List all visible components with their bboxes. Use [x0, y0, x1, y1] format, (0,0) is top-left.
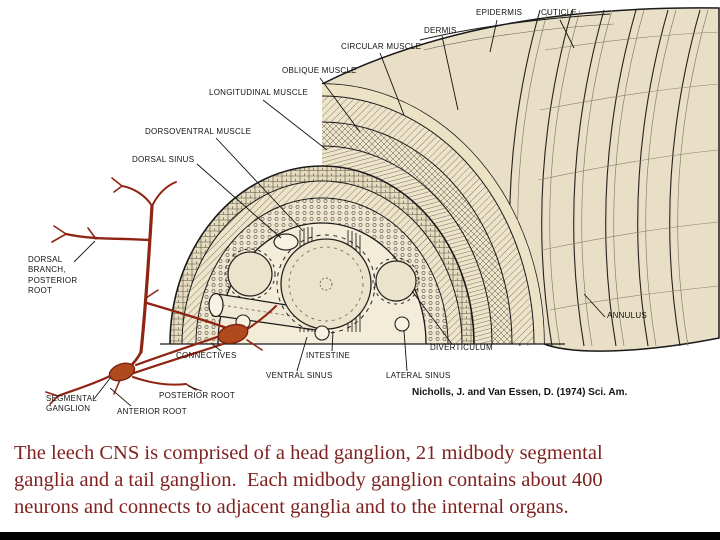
- longitudinal-bundle-ring: [196, 198, 448, 344]
- label-dermis: DERMIS: [424, 26, 457, 35]
- anterior-root-branch: [56, 374, 112, 398]
- posterior-root-branch: [145, 301, 226, 329]
- label-ventral-sinus: VENTRAL SINUS: [266, 371, 333, 380]
- label-connectives: CONNECTIVES: [176, 351, 237, 360]
- dermis-edge-line: [423, 23, 615, 51]
- label-cuticle: CUTICLE: [541, 8, 577, 17]
- lateral-sinus-right: [394, 316, 410, 332]
- oblique-muscle-band: [322, 122, 512, 344]
- cuticle-edge-line: [419, 13, 611, 41]
- posterior-root-b: [132, 376, 187, 386]
- annuli-rings-fine: [517, 9, 709, 347]
- connective-1: [134, 334, 222, 367]
- label-diverticulum: DIVERTICULUM: [430, 343, 493, 352]
- body-striations: [537, 31, 720, 311]
- leech-body-tube: [321, 7, 720, 352]
- label-annulus: ANNULUS: [607, 311, 647, 320]
- label-anterior-root: ANTERIOR ROOT: [117, 407, 187, 416]
- leader-lines: [73, 19, 606, 407]
- label-dorsal-sinus: DORSAL SINUS: [132, 155, 195, 164]
- bottom-black-bar: [0, 532, 720, 540]
- nerve-cord: [314, 325, 330, 341]
- connective-2: [132, 342, 225, 375]
- figure-citation: Nicholls, J. and Van Essen, D. (1974) Sc…: [412, 387, 628, 398]
- label-epidermis: EPIDERMIS: [476, 8, 523, 17]
- leech-cross-section-illustration: [45, 7, 720, 407]
- label-circular-muscle: CIRCULAR MUSCLE: [341, 42, 422, 51]
- longitudinal-muscle-band: [322, 146, 492, 344]
- circular-muscle-ring: [182, 181, 462, 344]
- circular-muscle-band: [322, 96, 534, 344]
- label-segmental-ganglion: SEGMENTAL GANGLION: [46, 394, 97, 414]
- label-dorsal-branch-posterior-root: DORSAL BRANCH, POSTERIOR ROOT: [28, 255, 78, 296]
- label-posterior-root: POSTERIOR ROOT: [159, 391, 235, 400]
- ganglion-body-2: [217, 323, 249, 345]
- dorsal-sinus-vessel: [273, 233, 299, 251]
- slide-caption: The leech CNS is comprised of a head gan…: [14, 442, 603, 519]
- segmental-ganglion-body: [108, 362, 136, 382]
- label-longitudinal-muscle: LONGITUDINAL MUSCLE: [209, 88, 309, 97]
- peeled-muscle-layers: [321, 84, 544, 345]
- label-lateral-sinus: LATERAL SINUS: [386, 371, 451, 380]
- internal-organs: [208, 227, 420, 341]
- diverticula: [224, 248, 420, 305]
- label-oblique-muscle: OBLIQUE MUSCLE: [282, 66, 357, 75]
- label-dorsoventral-muscle: DORSOVENTRAL MUSCLE: [145, 127, 252, 136]
- label-intestine: INTESTINE: [306, 351, 351, 360]
- nervous-system: [45, 177, 277, 405]
